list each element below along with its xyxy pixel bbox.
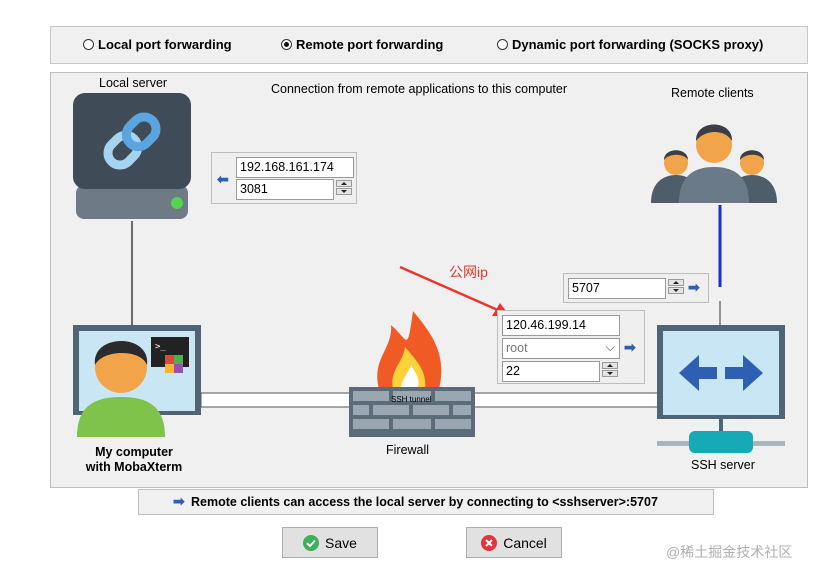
cancel-button-label: Cancel <box>503 534 547 551</box>
server-icon <box>73 93 191 224</box>
stepper-up-icon[interactable] <box>336 180 352 187</box>
radio-label: Dynamic port forwarding (SOCKS proxy) <box>512 37 764 52</box>
ssh-port-input[interactable]: 22 <box>502 361 600 382</box>
check-icon <box>303 534 320 551</box>
info-bar: ➡ Remote clients can access the local se… <box>138 489 714 515</box>
ssh-server-icon <box>657 325 787 458</box>
close-icon <box>481 534 498 551</box>
ssh-server-input[interactable]: 120.46.199.14 <box>502 315 620 336</box>
local-target-box: ⬅ 192.168.161.174 3081 <box>211 152 357 204</box>
ssh-user-placeholder: root <box>506 341 528 355</box>
stepper-down-icon[interactable] <box>668 287 684 294</box>
arrow-right-icon: ➡ <box>624 339 636 355</box>
stepper-up-icon[interactable] <box>602 362 618 369</box>
local-host-input[interactable]: 192.168.161.174 <box>236 157 354 178</box>
info-text: Remote clients can access the local serv… <box>191 495 658 509</box>
arrow-left-icon: ⬅ <box>217 171 229 187</box>
arrow-right-icon: ➡ <box>173 493 185 509</box>
save-button-label: Save <box>325 534 357 551</box>
chevron-down-icon: ⌵ <box>605 340 615 354</box>
arrow-right-icon: ➡ <box>688 279 700 295</box>
ssh-connection-box: 120.46.199.14 root ⌵ 22 ➡ <box>497 310 645 384</box>
radio-dynamic-port-forwarding[interactable]: Dynamic port forwarding (SOCKS proxy) <box>497 37 763 52</box>
radio-remote-port-forwarding[interactable]: Remote port forwarding <box>281 37 443 52</box>
remote-port-box: 5707 ➡ <box>563 273 709 303</box>
ssh-port-stepper[interactable] <box>602 362 618 377</box>
radio-label: Remote port forwarding <box>296 37 444 52</box>
remote-port-input[interactable]: 5707 <box>568 278 666 299</box>
radio-label: Local port forwarding <box>98 37 232 52</box>
radio-local-port-forwarding[interactable]: Local port forwarding <box>83 37 232 52</box>
remote-clients-icon <box>649 113 779 208</box>
forwarding-mode-bar: Local port forwarding Remote port forwar… <box>50 26 808 64</box>
diagram-panel: Local server ⬅ 192.168.161.174 3081 Conn… <box>50 72 808 488</box>
watermark: @稀土掘金技术社区 <box>666 544 793 560</box>
remote-clients-label: Remote clients <box>671 86 754 100</box>
cancel-button[interactable]: Cancel <box>466 527 562 558</box>
ssh-tunnel-label: SSH tunnel <box>391 395 432 404</box>
radio-indicator <box>497 39 508 50</box>
ssh-user-select[interactable]: root ⌵ <box>502 338 620 359</box>
save-button[interactable]: Save <box>282 527 378 558</box>
diagram-caption: Connection from remote applications to t… <box>271 82 567 96</box>
svg-text:>_: >_ <box>155 342 166 352</box>
my-computer-label-line-1: My computer <box>95 445 173 459</box>
local-server-label: Local server <box>99 76 168 90</box>
firewall-icon <box>347 309 477 442</box>
ssh-server-label: SSH server <box>691 458 755 472</box>
local-port-stepper[interactable] <box>336 180 352 195</box>
annotation-label: 公网ip <box>449 264 488 280</box>
local-port-input[interactable]: 3081 <box>236 179 334 200</box>
remote-port-stepper[interactable] <box>668 279 684 294</box>
firewall-label: Firewall <box>386 443 430 457</box>
stepper-down-icon[interactable] <box>602 370 618 377</box>
radio-indicator <box>83 39 94 50</box>
radio-indicator-selected <box>281 39 292 50</box>
stepper-down-icon[interactable] <box>336 188 352 195</box>
my-computer-label: My computer with MobaXterm <box>79 445 189 475</box>
my-computer-label-line-2: with MobaXterm <box>85 460 183 474</box>
stepper-up-icon[interactable] <box>668 279 684 286</box>
my-computer-icon: >_ <box>73 325 201 440</box>
